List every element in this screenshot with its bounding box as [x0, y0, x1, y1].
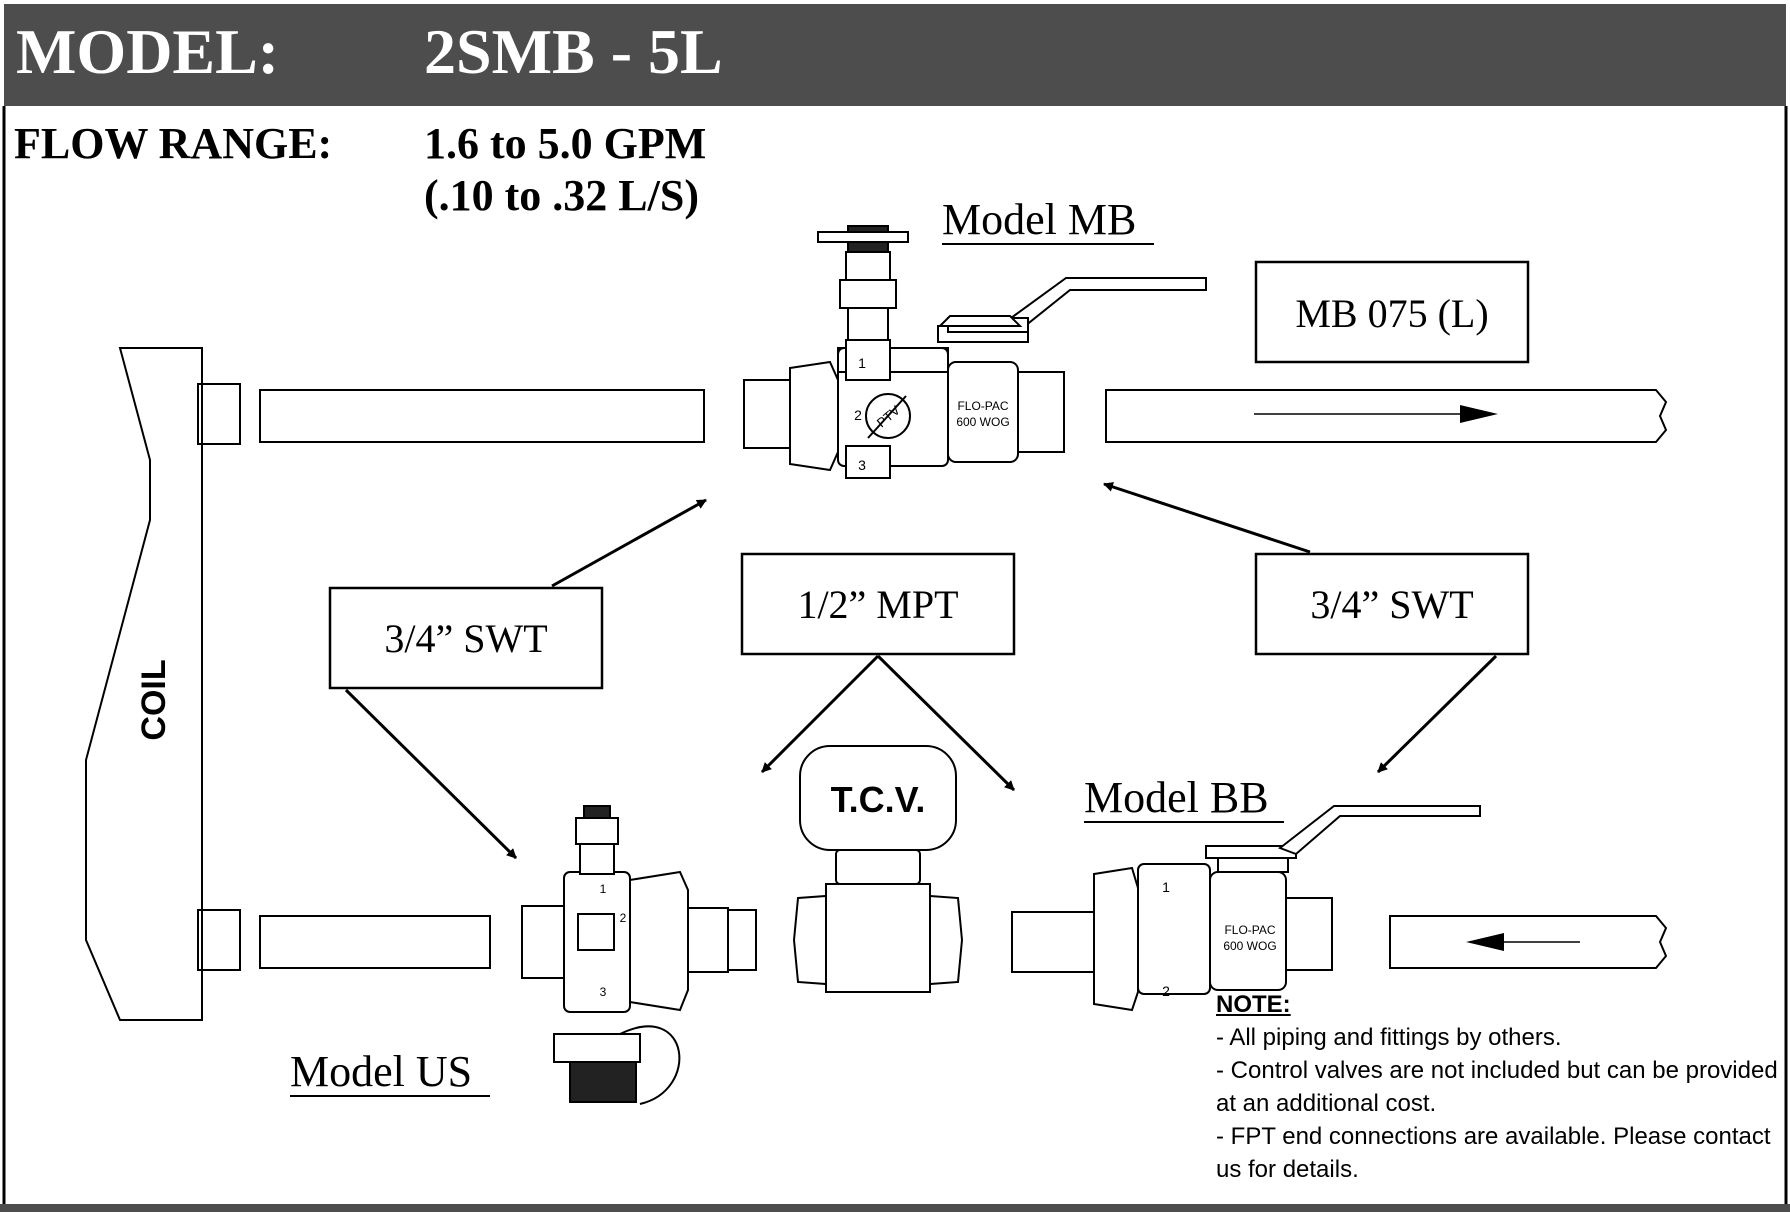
note-line-3: - FPT end connections are available. Ple…	[1216, 1123, 1771, 1183]
model-bb-label: Model BB	[1084, 773, 1269, 822]
bb-port-2: 2	[1162, 983, 1170, 999]
footer-bar	[0, 1204, 1790, 1212]
arrow-swt-right-to-bb	[1376, 654, 1498, 774]
note-block: NOTE: - All piping and fittings by other…	[1216, 988, 1786, 1186]
mb-stem-hex	[839, 279, 897, 309]
us-port-1: 1	[600, 882, 607, 896]
mb-cap-strap	[817, 231, 909, 243]
tcv-label: T.C.V.	[831, 779, 926, 820]
flow-range-label: FLOW RANGE:	[14, 119, 333, 168]
flow-range-ls: (.10 to .32 L/S)	[424, 171, 699, 220]
mb-stem-lower	[847, 305, 889, 341]
arrow-swt-left-to-us	[344, 688, 518, 860]
us-cap	[583, 805, 611, 819]
us-stem-hex	[575, 817, 619, 845]
mpt-label: 1/2” MPT	[797, 582, 958, 627]
us-union-end	[687, 907, 729, 973]
mb-part-box	[1254, 260, 1530, 364]
us-handle	[553, 1033, 641, 1063]
model-value: 2SMB - 5L	[424, 16, 723, 87]
mpt-box	[740, 552, 1016, 656]
callout-arrows	[344, 482, 1498, 860]
mb-outlet-end	[1017, 371, 1065, 453]
mb-handle	[997, 277, 1207, 332]
flow-range-gpm: 1.6 to 5.0 GPM	[424, 119, 707, 168]
mb-stem-upper	[845, 251, 891, 281]
pipe-bottom-right	[1389, 915, 1668, 969]
model-mb-label: Model MB	[942, 195, 1136, 244]
model-bb-valve	[1011, 805, 1481, 1012]
bb-body	[1137, 863, 1211, 995]
model-us-label: Model US	[290, 1047, 472, 1096]
pipe-top-left	[259, 389, 705, 443]
tcv-valve	[792, 745, 964, 993]
coil-stub-top	[197, 383, 241, 445]
model-us-valve	[521, 805, 757, 1105]
bb-male-thread	[1011, 911, 1095, 973]
tcv-body	[825, 883, 931, 993]
mb-union-end	[743, 379, 791, 449]
model-label: MODEL:	[16, 16, 280, 87]
note-line-1: - All piping and fittings by others.	[1216, 1024, 1562, 1051]
header-bar	[4, 4, 1786, 106]
bb-union-nut	[1093, 866, 1139, 1012]
bb-handle	[1277, 805, 1481, 856]
pipe-bottom-left	[259, 915, 491, 969]
coil-body	[85, 347, 203, 1021]
mb-flopac-1: FLO-PAC	[957, 399, 1008, 413]
us-drain-cap	[569, 1061, 637, 1103]
arrow-mpt-to-bb	[876, 654, 1016, 792]
mb-part-label: MB 075 (L)	[1295, 291, 1488, 336]
coil	[85, 347, 241, 1021]
us-hex-plug	[577, 913, 615, 951]
us-cap-strap	[619, 1025, 681, 1105]
bb-port-1: 1	[1162, 879, 1170, 895]
us-male-thread	[727, 909, 757, 971]
bb-flopac-1: FLO-PAC	[1224, 923, 1275, 937]
model-mb-valve	[743, 225, 1207, 479]
mb-port-3-box	[845, 445, 891, 479]
tcv-right-nut	[929, 894, 964, 986]
us-union-nut	[629, 870, 689, 1012]
swt-left-label: 3/4” SWT	[384, 616, 547, 661]
us-port-3: 3	[600, 985, 607, 999]
bb-flopac-2: 600 WOG	[1223, 939, 1276, 953]
bb-outlet-end	[1285, 897, 1333, 971]
mb-port-2: 2	[854, 407, 862, 423]
swt-right-box	[1254, 552, 1530, 656]
pipe-top-right	[1105, 389, 1668, 443]
note-line-2: - Control valves are not included but ca…	[1216, 1057, 1778, 1117]
mb-body-band	[837, 347, 949, 373]
swt-right-label: 3/4” SWT	[1310, 582, 1473, 627]
coil-label: COIL	[135, 659, 173, 740]
flow-arrowhead-top	[1460, 405, 1498, 423]
mb-flopac-2: 600 WOG	[956, 415, 1009, 429]
mb-handle-nut	[937, 315, 1023, 327]
mb-port-1-box	[845, 339, 891, 381]
note-title: NOTE:	[1216, 991, 1291, 1018]
mb-ptv-needle	[867, 395, 907, 439]
us-inlet-end	[521, 905, 565, 979]
us-port-2: 2	[620, 911, 627, 925]
swt-left-box	[328, 586, 604, 690]
mb-union-nut	[789, 360, 839, 472]
mb-port-3: 3	[858, 457, 866, 473]
flow-arrowhead-bottom	[1466, 933, 1504, 951]
mb-port-1: 1	[858, 355, 866, 371]
arrow-swt-right-to-mb	[1103, 482, 1311, 554]
tcv-left-nut	[792, 894, 827, 986]
coil-stub-bottom	[197, 909, 241, 971]
tcv-neck	[835, 849, 921, 885]
us-stem-lower	[579, 843, 615, 875]
arrow-swt-left-to-mb	[551, 498, 707, 588]
arrow-mpt-to-us	[760, 654, 880, 774]
